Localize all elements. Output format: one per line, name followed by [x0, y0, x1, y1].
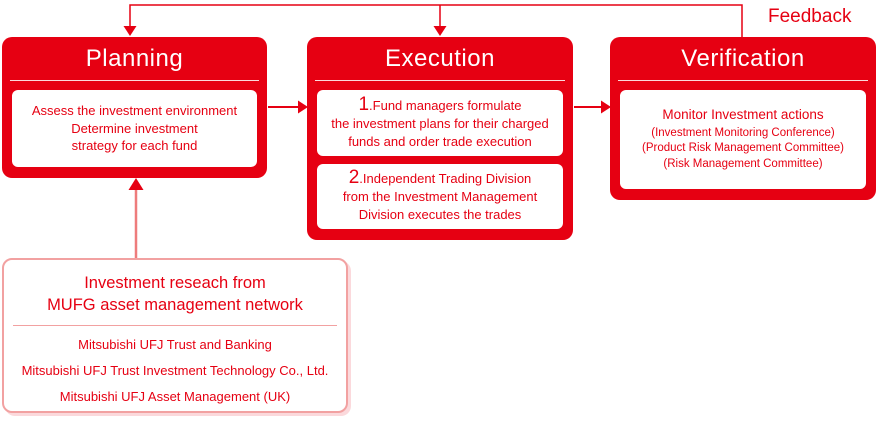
- planning-card-text: Assess the investment environment Determ…: [31, 102, 238, 154]
- execution-card-2-body: .Independent Trading Division from the I…: [342, 171, 538, 223]
- stage-execution-title: Execution: [385, 44, 495, 72]
- verification-card-main: Monitor Investment actions: [662, 106, 824, 122]
- stage-planning: Planning Assess the investment environme…: [2, 37, 267, 178]
- stage-execution-body: 1.Fund managers formulate the investment…: [307, 81, 573, 240]
- stage-planning-title: Planning: [85, 44, 184, 72]
- stage-execution: Execution 1.Fund managers formulate the …: [307, 37, 573, 240]
- research-box-divider: [13, 324, 337, 326]
- execution-card-2: 2.Independent Trading Division from the …: [317, 163, 563, 229]
- feedback-arrowhead-planning-icon: [123, 26, 137, 36]
- execution-card-2-text: 2.Independent Trading Division from the …: [343, 168, 537, 224]
- verification-card-committees: (Investment Monitoring Conference) (Prod…: [642, 126, 844, 171]
- execution-card-1-text: 1.Fund managers formulate the investment…: [331, 95, 549, 151]
- stage-planning-body: Assess the investment environment Determ…: [2, 81, 267, 178]
- execution-card-1-number: 1: [358, 93, 370, 115]
- company-item: Mitsubishi UFJ Asset Management (UK): [59, 388, 291, 404]
- stage-verification-body: Monitor Investment actions (Investment M…: [610, 81, 876, 200]
- company-item: Mitsubishi UFJ Trust Investment Technolo…: [21, 362, 329, 378]
- stage-planning-divider: [10, 80, 259, 81]
- feedback-label: Feedback: [768, 6, 852, 27]
- stage-verification-title: Verification: [681, 44, 805, 72]
- research-box: Investment reseach from MUFG asset manag…: [2, 258, 348, 413]
- arrow-research-to-planning-head-icon: [128, 178, 144, 190]
- stage-verification: Verification Monitor Investment actions …: [610, 37, 876, 200]
- execution-card-1: 1.Fund managers formulate the investment…: [317, 90, 563, 156]
- stage-execution-divider: [315, 80, 565, 81]
- planning-card: Assess the investment environment Determ…: [12, 90, 257, 167]
- execution-card-1-body: .Fund managers formulate the investment …: [331, 97, 549, 149]
- execution-card-2-number: 2: [348, 167, 360, 189]
- feedback-arrowhead-execution-icon: [433, 26, 447, 36]
- stage-verification-divider: [618, 80, 868, 81]
- verification-card: Monitor Investment actions (Investment M…: [620, 90, 866, 189]
- company-item: Mitsubishi UFJ Trust and Banking: [78, 336, 272, 352]
- research-box-title: Investment reseach from MUFG asset manag…: [47, 274, 303, 314]
- feedback-line: [129, 4, 743, 37]
